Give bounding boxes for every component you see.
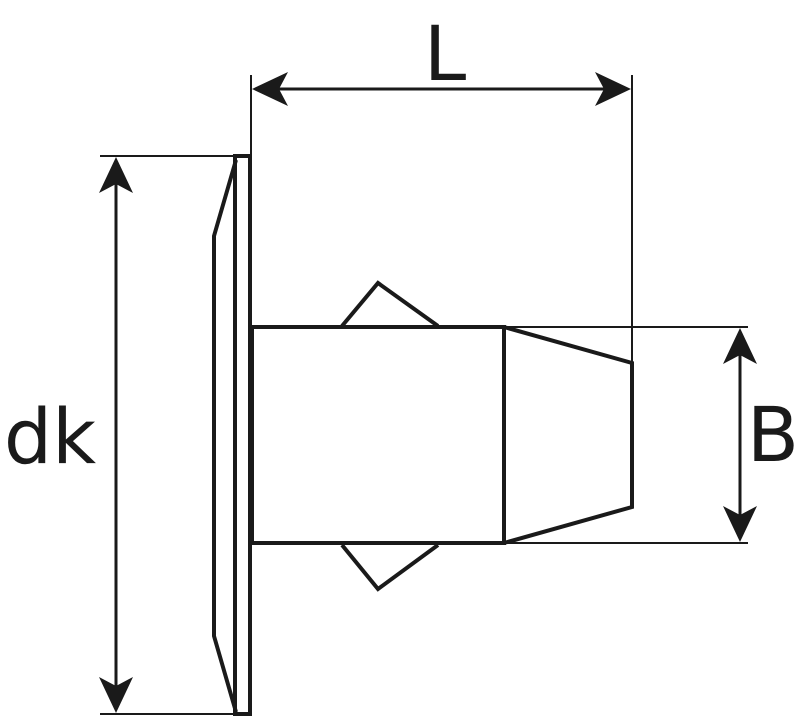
label-l: L: [424, 9, 466, 98]
shank-taper-end: [503, 325, 634, 545]
label-b: B: [747, 390, 799, 479]
arrowhead-l-right: [595, 72, 631, 106]
shank-body: [250, 325, 506, 545]
head-flange-bevel: [212, 159, 238, 713]
arrowhead-b-top: [723, 328, 757, 364]
head-flange-plate: [233, 154, 252, 716]
dimension-l: L: [252, 9, 631, 106]
upper-locking-wing: [340, 280, 440, 328]
dimension-b: B: [723, 328, 799, 542]
rivet-shank: [250, 280, 634, 592]
extension-lines: [100, 75, 748, 715]
lower-locking-wing: [340, 543, 440, 592]
arrowhead-dk-bottom: [99, 677, 133, 713]
arrowhead-b-bottom: [723, 506, 757, 542]
arrowhead-dk-top: [99, 157, 133, 193]
dimension-dk: dk: [4, 157, 133, 713]
label-dk: dk: [4, 392, 96, 481]
rivet-head: [212, 154, 252, 716]
arrowhead-l-left: [252, 72, 288, 106]
